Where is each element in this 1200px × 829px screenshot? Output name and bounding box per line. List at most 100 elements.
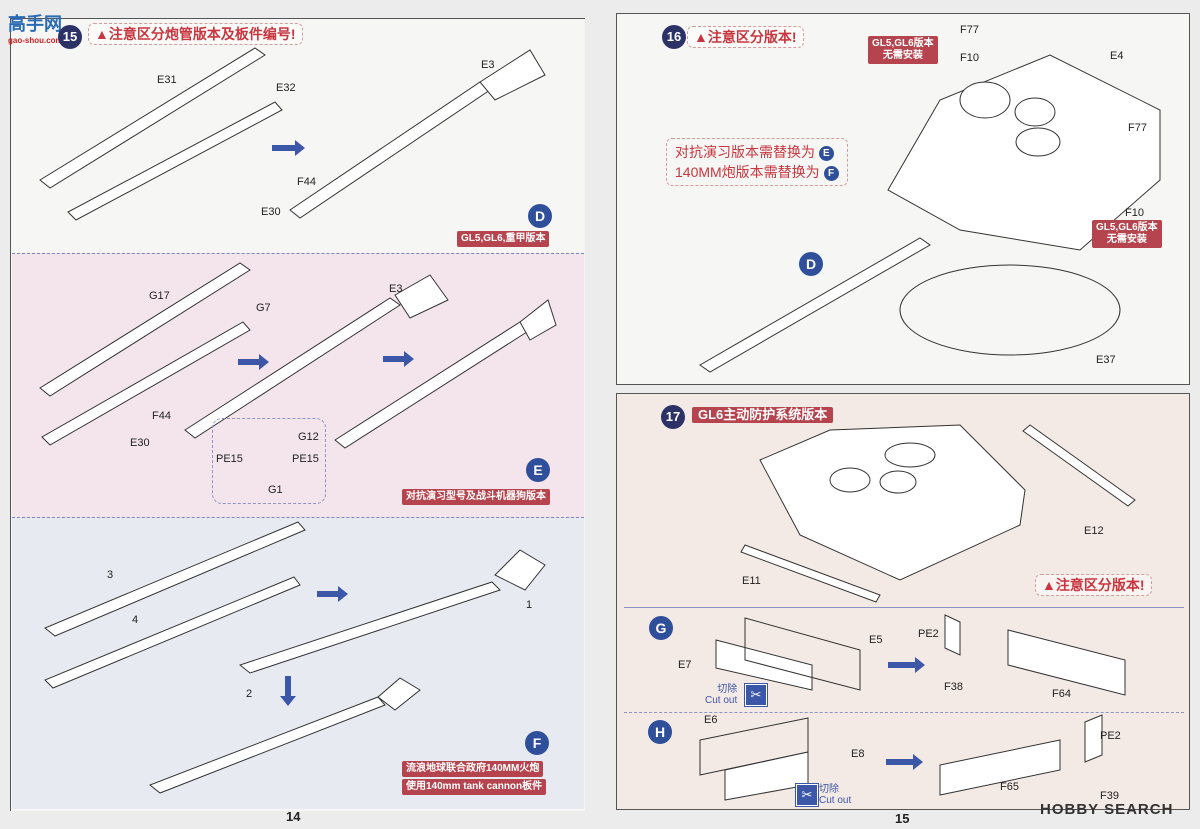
arrow-right-icon bbox=[238, 354, 269, 370]
rack-e11 bbox=[740, 544, 881, 603]
arrow-right-icon bbox=[886, 754, 923, 770]
step-number-16: 16 bbox=[662, 25, 686, 49]
step-number-15: 15 bbox=[58, 25, 82, 49]
gun-barrels bbox=[39, 47, 1161, 801]
logo-url: gao-shou.com bbox=[8, 36, 63, 45]
mantlet bbox=[394, 274, 449, 319]
barrel-e31 bbox=[39, 47, 266, 189]
site-logo: 高手网 gao-shou.com bbox=[8, 10, 63, 45]
warning-step17: ▲注意区分版本! bbox=[1035, 574, 1152, 596]
part-label: E5 bbox=[869, 634, 883, 646]
cut-label-cn: 切除 bbox=[819, 784, 839, 795]
part-label: F77 bbox=[960, 24, 979, 36]
step-number-17: 17 bbox=[661, 405, 685, 429]
panel-h-result bbox=[939, 739, 1061, 796]
logo-text: 高手网 bbox=[8, 14, 62, 34]
part-label: E30 bbox=[130, 437, 150, 449]
part-label: E11 bbox=[742, 575, 761, 587]
mantlet bbox=[377, 677, 421, 711]
warning-step16: ▲注意区分版本! bbox=[687, 26, 804, 48]
mantlet bbox=[494, 549, 546, 591]
watermark: HOBBY SEARCH bbox=[1040, 801, 1174, 818]
detail-callout bbox=[212, 418, 326, 504]
pe2 bbox=[944, 614, 961, 656]
barrel-step16 bbox=[699, 237, 931, 373]
note-text: 140MM炮版本需替换为 bbox=[675, 164, 820, 180]
part-label: 4 bbox=[132, 614, 139, 626]
warning-step15: ▲注意区分炮管版本及板件编号! bbox=[88, 23, 303, 45]
part-label: 3 bbox=[107, 569, 114, 581]
barrel-g7 bbox=[41, 321, 251, 446]
barrel-e32 bbox=[67, 101, 283, 221]
section-f-background bbox=[12, 517, 584, 809]
version-badge: 使用140mm tank cannon板件 bbox=[402, 779, 547, 795]
part-label: E32 bbox=[276, 82, 296, 94]
cut-out-label: 切除 Cut out bbox=[705, 684, 737, 706]
part-label: G17 bbox=[149, 290, 170, 302]
cut-label-en: Cut out bbox=[705, 695, 738, 706]
nipper-icon: ✂ bbox=[795, 783, 819, 807]
badge-line: 无需安装 bbox=[882, 50, 923, 61]
version-marker-d: D bbox=[528, 204, 552, 228]
part-label: F38 bbox=[944, 681, 963, 693]
divider bbox=[624, 712, 1184, 713]
page-number: 15 bbox=[895, 811, 910, 826]
section-e-background bbox=[12, 253, 584, 518]
not-required-badge: GL5,GL6版本 无需安装 bbox=[1092, 220, 1162, 248]
note-line: 对抗演习版本需替换为 E bbox=[675, 142, 839, 162]
nipper-icon: ✂ bbox=[744, 683, 768, 707]
badge-line: GL5,GL6版本 bbox=[1096, 222, 1158, 233]
mantlet bbox=[519, 299, 557, 341]
arrow-right-icon bbox=[272, 140, 305, 156]
barrel-3 bbox=[44, 521, 306, 637]
part-label: F44 bbox=[152, 410, 171, 422]
barrel-e3 bbox=[289, 81, 491, 219]
part-label: F10 bbox=[1125, 207, 1144, 219]
part-label: 2 bbox=[246, 688, 253, 700]
part-label: G12 bbox=[298, 431, 319, 443]
part-label: E7 bbox=[678, 659, 692, 671]
version-marker-f: F bbox=[823, 165, 839, 181]
part-label: PE15 bbox=[216, 453, 243, 465]
cut-label-cn: 切除 bbox=[717, 684, 738, 695]
part-label: E6 bbox=[704, 714, 718, 726]
arrow-down-icon-head bbox=[280, 696, 296, 706]
part-label: E12 bbox=[1084, 525, 1104, 537]
part-label: G1 bbox=[268, 484, 283, 496]
part-label: F10 bbox=[960, 52, 979, 64]
part-label: F44 bbox=[297, 176, 316, 188]
panel-g-result bbox=[1007, 629, 1126, 696]
part-label: PE2 bbox=[918, 628, 939, 640]
version-marker-f: F bbox=[525, 731, 549, 755]
part-label: E8 bbox=[851, 748, 865, 760]
barrel-4 bbox=[44, 576, 301, 689]
barrel-f bbox=[238, 581, 501, 674]
cut-out-label: 切除 Cut out bbox=[819, 784, 851, 806]
badge-line: 无需安装 bbox=[1106, 234, 1147, 245]
arrow-right-icon bbox=[383, 351, 414, 367]
part-label: E30 bbox=[261, 206, 281, 218]
part-label: G7 bbox=[256, 302, 271, 314]
version-badge: 对抗演习型号及战斗机器狗版本 bbox=[402, 489, 550, 505]
part-label: E4 bbox=[1110, 50, 1124, 62]
version-marker-h: H bbox=[648, 720, 672, 744]
rack-e12 bbox=[1022, 424, 1136, 507]
divider bbox=[624, 607, 1184, 608]
version-marker-g: G bbox=[649, 616, 673, 640]
version-marker-e: E bbox=[526, 458, 550, 482]
turret-step17 bbox=[759, 424, 1026, 581]
part-label: F64 bbox=[1052, 688, 1071, 700]
barrel-f-assembled bbox=[149, 696, 386, 794]
barrel-assembled-e bbox=[334, 321, 531, 449]
part-label: E3 bbox=[389, 283, 403, 295]
mantlet bbox=[479, 49, 546, 101]
part-label: F39 bbox=[1100, 790, 1119, 802]
not-required-badge: GL5,GL6版本 无需安装 bbox=[868, 36, 938, 64]
note-line: 140MM炮版本需替换为 F bbox=[675, 162, 839, 182]
turret-ring bbox=[899, 264, 1121, 356]
part-label: F77 bbox=[1128, 122, 1147, 134]
cut-label-en: Cut out bbox=[819, 795, 852, 806]
part-label: 1 bbox=[526, 599, 533, 611]
pe2 bbox=[1084, 714, 1103, 763]
